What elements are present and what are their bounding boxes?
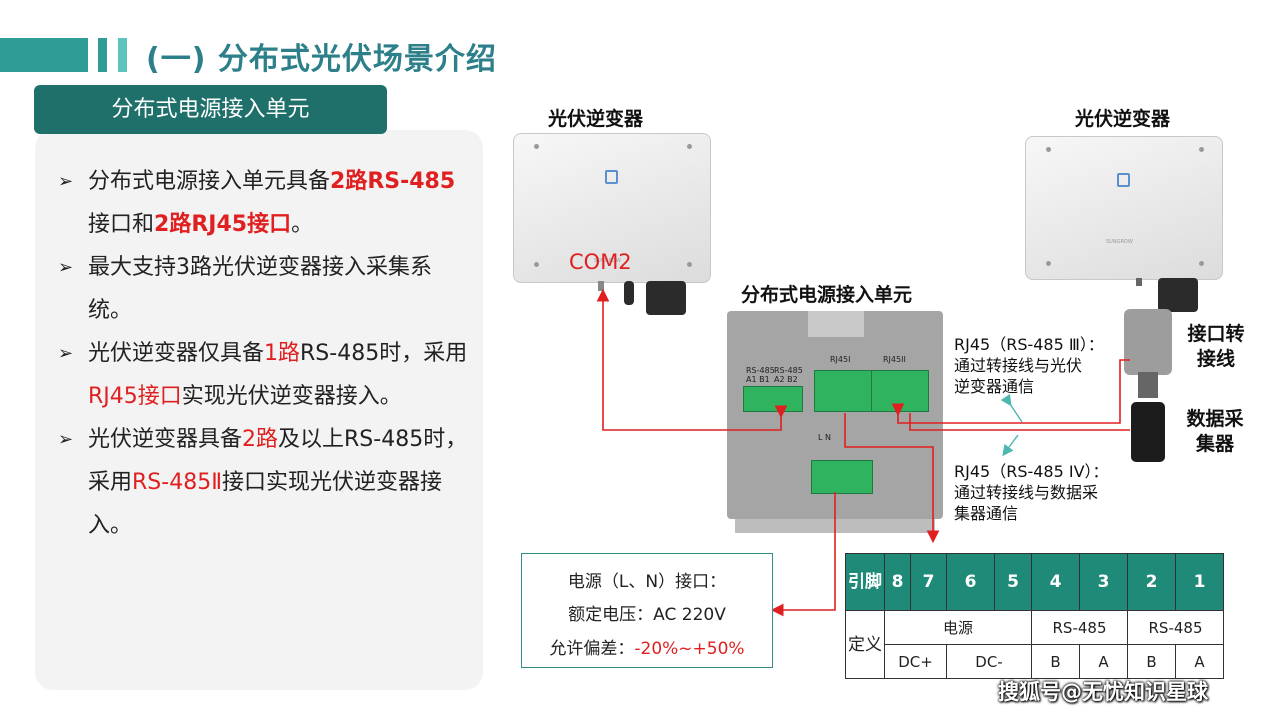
bullet-text: 分布式电源接入单元具备 <box>88 169 331 194</box>
bullet-text: 最大支持3路光伏逆变器接入采集系统。 <box>88 255 432 323</box>
bullet-text: 接口和 <box>88 212 155 237</box>
pin-definition-table: 引脚 8 7 6 5 4 3 2 1 定义 电源 RS-485 RS-485 D… <box>845 553 1224 679</box>
bullet-item: ➢ 最大支持3路光伏逆变器接入采集系统。 <box>58 246 468 332</box>
bullet-item: ➢ 光伏逆变器仅具备1路RS-485时，采用 RJ45接口实现光伏逆变器接入。 <box>58 332 468 418</box>
bullet-text: RJ45接口 <box>88 384 182 409</box>
ac-connector <box>1158 278 1198 312</box>
pin-group-row: 定义 电源 RS-485 RS-485 <box>845 610 1224 679</box>
pin-header-label: 引脚 <box>845 553 885 611</box>
arrow-bullet-icon: ➢ <box>58 343 74 364</box>
page-title: (一) 分布式光伏场景介绍 <box>146 42 497 77</box>
def-cell: B <box>1127 644 1176 679</box>
status-led-icon <box>605 170 618 184</box>
adapter-plug <box>1138 372 1158 398</box>
content-panel <box>35 130 483 690</box>
adapter-cable-icon <box>1124 309 1172 375</box>
pin-cell: 6 <box>946 553 995 611</box>
group-cell: RS-485 <box>1127 610 1224 645</box>
pin-cell: 1 <box>1175 553 1224 611</box>
group-cell: 电源 <box>884 610 1032 645</box>
bullet-item: ➢ 光伏逆变器具备2路及以上RS-485时，采用RS-485Ⅱ接口实现光伏逆变器接… <box>58 418 468 547</box>
arrow-bullet-icon: ➢ <box>58 257 74 278</box>
data-collector-icon <box>1131 402 1165 462</box>
arrow-bullet-icon: ➢ <box>58 429 74 450</box>
header-accent-stripe <box>98 38 107 72</box>
header-accent-stripe-light <box>118 38 127 72</box>
com-port <box>598 281 604 291</box>
pin-cell: 2 <box>1127 553 1176 611</box>
pin-cell: 7 <box>910 553 947 611</box>
collector-label: 数据采集器 <box>1186 408 1244 455</box>
power-spec-line2: 额定电压：AC 220V <box>568 605 726 625</box>
pin-cell: 3 <box>1079 553 1128 611</box>
group-cell: RS-485 <box>1031 610 1128 645</box>
bullet-text: RS-485时，采用 <box>300 341 468 366</box>
adapter-label: 接口转接线 <box>1187 323 1245 370</box>
bullet-text: 及以上RS-485时，采用 <box>88 427 468 495</box>
status-led-icon <box>1117 173 1130 187</box>
inverter-right-label: 光伏逆变器 <box>1075 108 1171 130</box>
inverter-left: SUNGROW <box>513 133 711 283</box>
rj45-1-label: RJ45I <box>830 355 851 364</box>
header-accent-bar <box>0 38 88 72</box>
bullet-text: 。 <box>291 212 314 237</box>
com2-label: COM2 <box>569 250 632 274</box>
rj45-1-port <box>814 370 872 412</box>
def-cell: DC+ <box>884 644 947 679</box>
inverter-right: SUNGROW <box>1025 136 1223 280</box>
power-spec-line1: 电源（L、N）接口： <box>567 572 727 592</box>
def-cell: DC- <box>946 644 1032 679</box>
bullet-text: 光伏逆变器仅具备 <box>88 341 265 366</box>
power-spec-box: 电源（L、N）接口： 额定电压：AC 220V 允许偏差：-20%~+50% <box>521 553 773 668</box>
bullet-text: 2路 <box>242 427 279 452</box>
def-cell: A <box>1079 644 1128 679</box>
inverter-left-label: 光伏逆变器 <box>548 108 644 130</box>
unit-top-notch <box>808 311 864 337</box>
pin-def-row: DC+ DC- B A B A <box>846 644 1224 679</box>
bullet-text: 1路 <box>264 341 301 366</box>
bullet-list: ➢分布式电源接入单元具备2路RS-485接口和2路RJ45接口。➢最大支持3路光… <box>58 160 468 547</box>
bullet-text: 2路RJ45接口 <box>154 212 292 237</box>
brand-label: SUNGROW <box>594 258 621 264</box>
rj45-2-label: RJ45II <box>883 355 906 364</box>
pin-cell: 4 <box>1031 553 1080 611</box>
section-subtitle: 分布式电源接入单元 <box>34 85 387 134</box>
bullet-text: RS-485Ⅱ <box>132 470 223 495</box>
power-terminal <box>811 460 873 494</box>
callout-rj45-3: RJ45（RS-485 Ⅲ）： 通过转接线与光伏 逆变器通信 <box>954 335 1104 396</box>
def-label: 定义 <box>845 610 885 679</box>
pin-header-row: 引脚 8 7 6 5 4 3 2 1 <box>845 553 1224 611</box>
arrow-bullet-icon: ➢ <box>58 171 74 192</box>
bullet-item: ➢ 分布式电源接入单元具备2路RS-485 接口和2路RJ45接口。 <box>58 160 468 246</box>
bullet-text: 实现光伏逆变器接入。 <box>181 384 402 409</box>
com-port <box>1136 278 1142 286</box>
power-spec-line3: 允许偏差：-20%~+50% <box>549 639 745 659</box>
power-pin-label: L N <box>818 433 831 442</box>
def-cell: B <box>1031 644 1080 679</box>
pin-cell: 5 <box>994 553 1032 611</box>
bullet-text: 光伏逆变器具备 <box>88 427 243 452</box>
def-cell: A <box>1175 644 1224 679</box>
bullet-text: 接口实现光伏逆变器接入。 <box>88 470 443 538</box>
brand-label: SUNGROW <box>1106 239 1133 245</box>
pin-cell: 8 <box>884 553 911 611</box>
callout-rj45-4: RJ45（RS-485 IV）： 通过转接线与数据采 集器通信 <box>954 462 1109 523</box>
watermark: 搜狐号@无忧知识星球 <box>998 680 1208 704</box>
bullet-text: 2路RS-485 <box>330 169 456 194</box>
